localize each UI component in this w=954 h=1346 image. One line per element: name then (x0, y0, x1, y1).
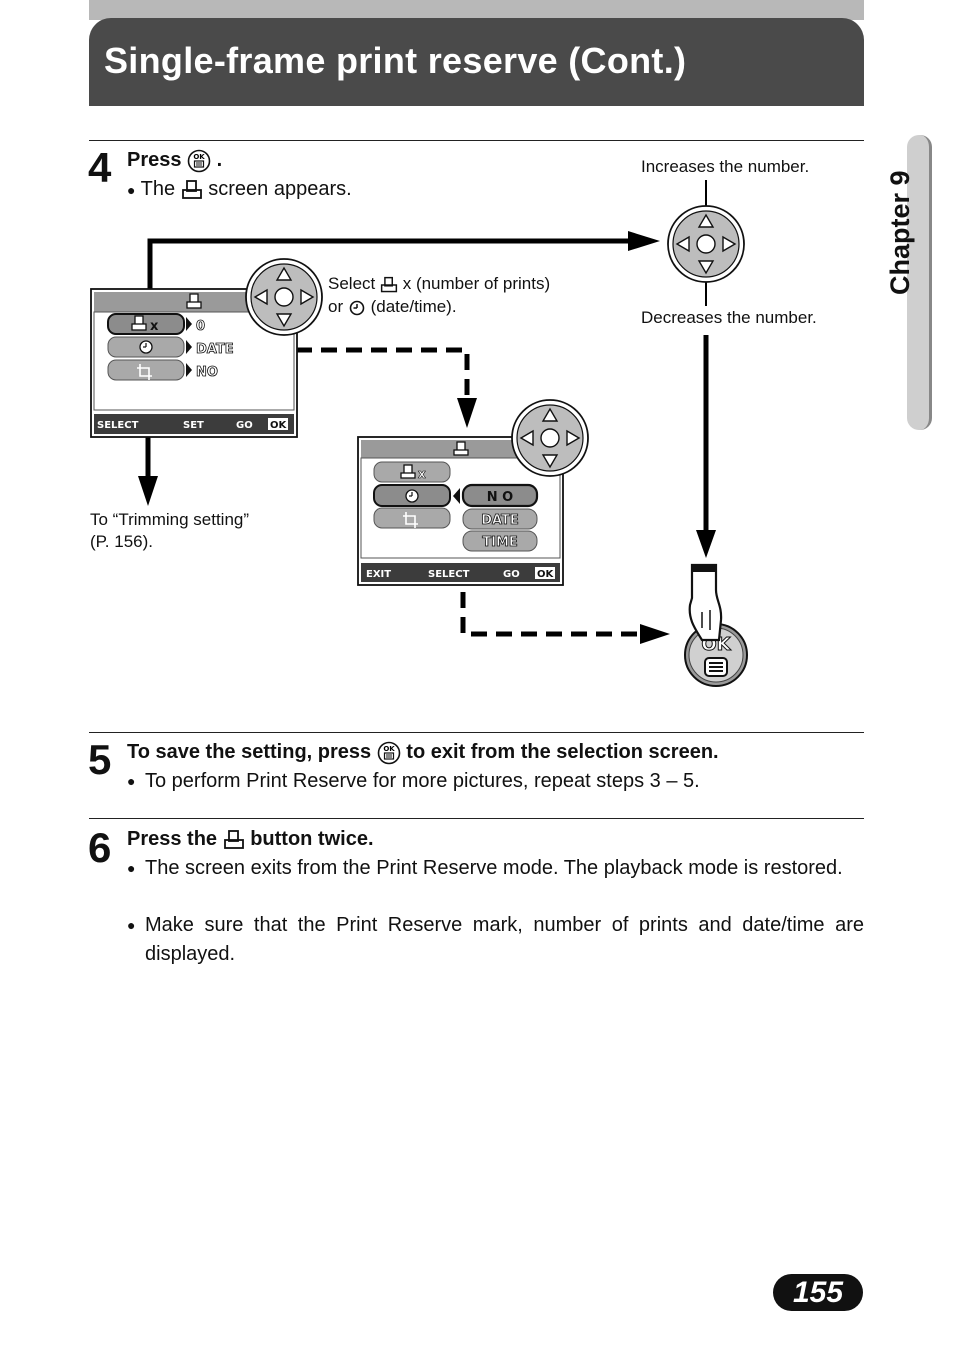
screen2-footer-select: SELECT (428, 569, 470, 580)
screen1-row1-label: x (150, 319, 159, 334)
down-arrow-icon (275, 313, 293, 328)
screen2-footer-ok: OK (537, 569, 555, 580)
select-annotation-prefix: Select (328, 274, 376, 293)
left-arrow-icon (675, 235, 690, 253)
left-arrow-icon (519, 429, 534, 447)
right-arrow-icon (300, 288, 315, 306)
header-top-band (89, 0, 864, 20)
screen2-option-date: DATE (481, 513, 519, 528)
step6-title-suffix: button twice. (250, 828, 374, 850)
step-number: 5 (88, 736, 112, 783)
step5-title: To save the setting, press OK to exit fr… (127, 738, 719, 767)
print-icon (181, 179, 202, 199)
step6-bullet-1: ● The screen exits from the Print Reserv… (127, 854, 864, 883)
up-arrow-icon (541, 407, 559, 422)
arrow-pad-left[interactable] (245, 258, 323, 336)
trim-icon (403, 512, 418, 528)
arrow-to-ok-button (696, 335, 716, 558)
step4-title-suffix: . (216, 149, 223, 171)
print-icon (186, 293, 202, 309)
ok-key-label-box (268, 418, 288, 430)
bullet-dot: ● (127, 182, 136, 198)
print-icon (453, 441, 469, 456)
chapter-tab (907, 135, 932, 430)
select-annotation-datetime: (date/time). (370, 297, 457, 316)
screen1-footer-set: SET (183, 420, 204, 431)
screen1-footer-ok: OK (270, 420, 288, 431)
svg-text:OK: OK (383, 745, 395, 753)
screen2-option-time: TIME (482, 535, 518, 550)
up-arrow-icon (275, 266, 293, 281)
selection-pointer-icon (453, 488, 460, 504)
step-number: 6 (88, 824, 112, 871)
down-arrow-icon (697, 260, 715, 275)
page-title: Single-frame print reserve (Cont.) (104, 40, 687, 81)
arrow-pad-right[interactable] (667, 205, 745, 283)
step6-bullet-text: Make sure that the Print Reserve mark, n… (145, 914, 864, 965)
up-arrow-icon (697, 213, 715, 228)
screen2-row1-label: x (418, 467, 426, 481)
screen2-option-no: N O (487, 490, 513, 505)
ok-key-label-box (535, 567, 555, 579)
step-number: 4 (88, 144, 112, 191)
arrow-pad-middle[interactable] (511, 399, 589, 477)
step5-bullet-text: To perform Print Reserve for more pictur… (145, 770, 700, 792)
decrease-annotation: Decreases the number. (641, 308, 817, 327)
page-number-pill (773, 1274, 863, 1311)
print-icon (131, 315, 147, 331)
step6-bullet-2: ● Make sure that the Print Reserve mark,… (127, 911, 864, 969)
bullet-dot: ● (127, 917, 136, 933)
right-arrow-icon (722, 235, 737, 253)
ok-menu-button-icon: OK (187, 149, 211, 173)
print-icon (223, 829, 244, 849)
ok-button[interactable]: OK (684, 623, 748, 687)
screen2-footer-go: GO (503, 569, 520, 580)
lcd-screen-date-options: x N O DATE TIME EXIT SELECT GO OK (357, 436, 564, 586)
divider (89, 140, 864, 141)
page-header (89, 18, 864, 106)
down-arrow-icon (541, 454, 559, 469)
step5-bullet: ● To perform Print Reserve for more pict… (127, 767, 864, 796)
step6-title: Press the button twice. (127, 825, 374, 854)
step4-bullet-suffix: screen appears. (208, 178, 352, 200)
divider (89, 818, 864, 819)
pressing-finger-icon (688, 563, 723, 642)
select-annotation-line2: or (date/time). (328, 296, 457, 318)
bullet-dot: ● (127, 860, 136, 876)
svg-text:OK: OK (193, 153, 205, 161)
arrow-screen2-to-ok (460, 592, 670, 644)
select-annotation-line1: Select x (number of prints) (328, 273, 550, 295)
ok-menu-button-icon: OK (377, 741, 401, 765)
print-icon (380, 276, 398, 292)
print-icon (400, 464, 416, 479)
select-annotation-or: or (328, 297, 344, 316)
trimming-annotation-line2: (P. 156). (90, 532, 154, 551)
step4-bullet-prefix: The (140, 178, 176, 200)
screen1-footer-select: SELECT (97, 420, 139, 431)
trimming-annotation-line1: To “Trimming setting” (90, 510, 250, 529)
screen1-footer-go: GO (236, 420, 253, 431)
increase-annotation: Increases the number. (641, 157, 810, 176)
clock-icon (349, 300, 365, 315)
right-arrow-icon (566, 429, 581, 447)
step4-title: Press OK . (127, 146, 222, 175)
screen1-row1-value: 0 (196, 319, 205, 334)
trim-icon (137, 364, 152, 380)
step4-title-prefix: Press (127, 149, 182, 171)
step4-diagram: x 0 DATE NO SELECT SET GO OK (90, 180, 748, 687)
step5-title-prefix: To save the setting, press (127, 741, 372, 763)
step6-bullet-text: The screen exits from the Print Reserve … (145, 857, 843, 879)
select-annotation-suffix: x (number of prints) (402, 274, 551, 293)
screen1-row2-value: DATE (196, 342, 234, 357)
step5-title-suffix: to exit from the selection screen. (406, 741, 719, 763)
screen2-footer-exit: EXIT (366, 569, 391, 580)
left-arrow-icon (253, 288, 268, 306)
divider (89, 732, 864, 733)
step4-bullet: ● The screen appears. (127, 175, 352, 205)
page-number: 155 (792, 1276, 844, 1309)
screen1-row3-value: NO (196, 365, 218, 380)
bullet-dot: ● (127, 773, 136, 789)
step6-title-prefix: Press the (127, 828, 218, 850)
